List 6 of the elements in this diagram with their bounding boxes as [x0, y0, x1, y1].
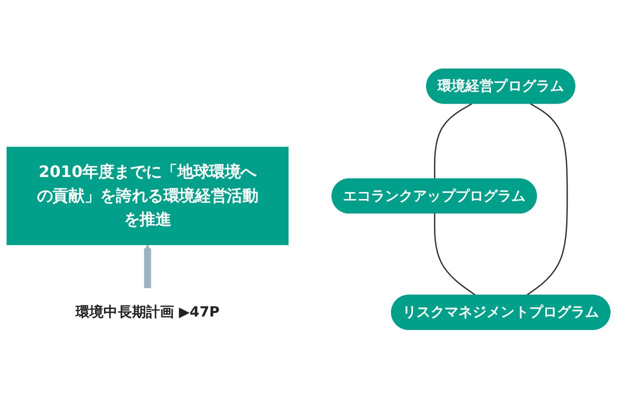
- node-box: 2010年度までに「地球環境への貢献」を誇れる環境経営活動を推進: [6, 147, 289, 246]
- connector: [434, 214, 477, 297]
- connector: [526, 104, 568, 297]
- connector: [434, 104, 472, 180]
- node-text: 環境中長期計画 ▶47P: [76, 304, 220, 321]
- arrow: [144, 244, 152, 290]
